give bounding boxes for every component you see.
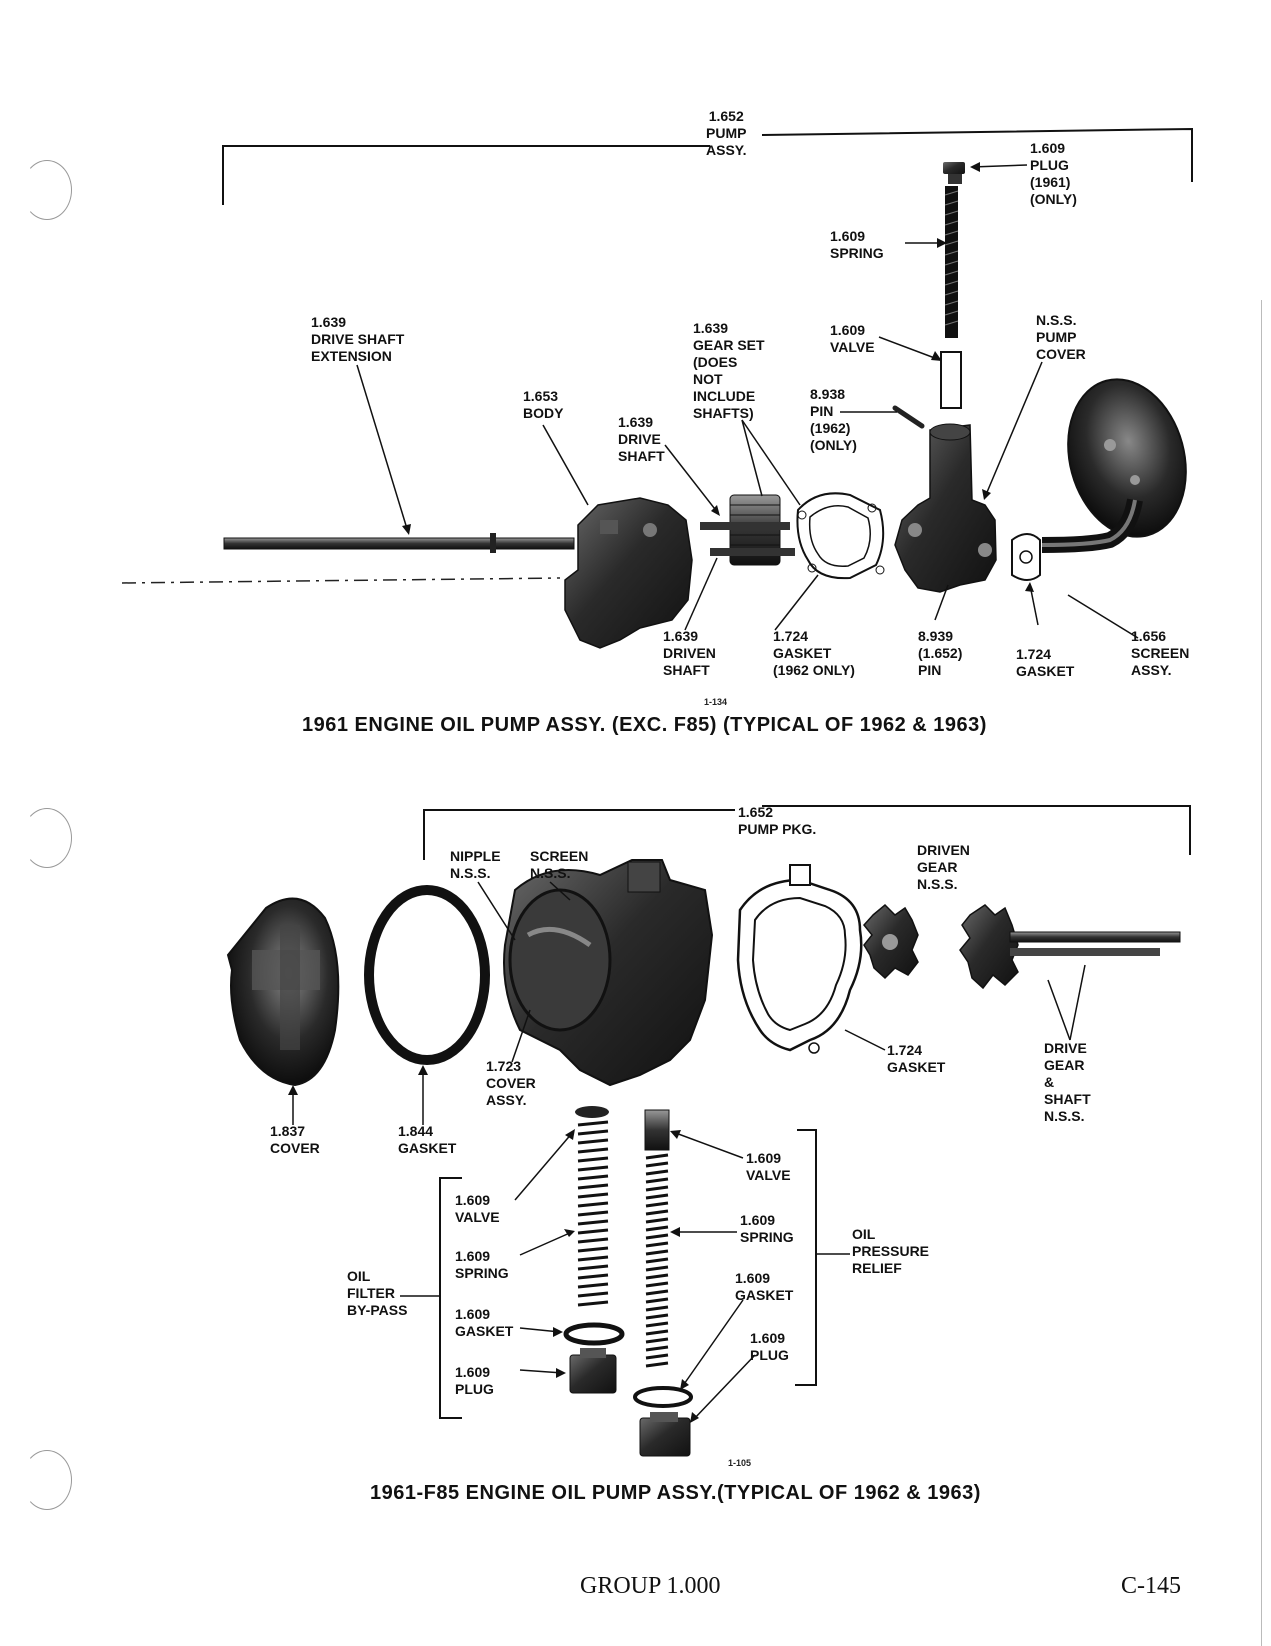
binder-hole-bottom: [22, 1450, 72, 1510]
top-diagram-artwork: [121, 127, 1193, 649]
binder-hole-top: [22, 160, 72, 220]
caption-bottom: 1961-F85 ENGINE OIL PUMP ASSY.(TYPICAL O…: [370, 1482, 981, 1504]
page-edge: [1261, 300, 1262, 1646]
caption-top: 1961 ENGINE OIL PUMP ASSY. (EXC. F85) (T…: [302, 714, 987, 736]
top-leader-lines: [356, 164, 1139, 639]
figure-number-bottom: 1-105: [728, 1458, 752, 1468]
bottom-diagram-artwork: [226, 805, 1191, 1457]
drive-gear-artwork: [959, 904, 1181, 990]
figure-number-top: 1-134: [704, 697, 728, 707]
driven-gear-artwork: [863, 903, 919, 980]
label-pin: 8.939(1.652)PIN: [918, 628, 963, 678]
gear-set-artwork: [700, 494, 795, 566]
footer-group: GROUP 1.000: [580, 1573, 721, 1599]
footer-page-number: C-145: [1121, 1573, 1181, 1599]
binder-hole-middle: [22, 808, 72, 868]
